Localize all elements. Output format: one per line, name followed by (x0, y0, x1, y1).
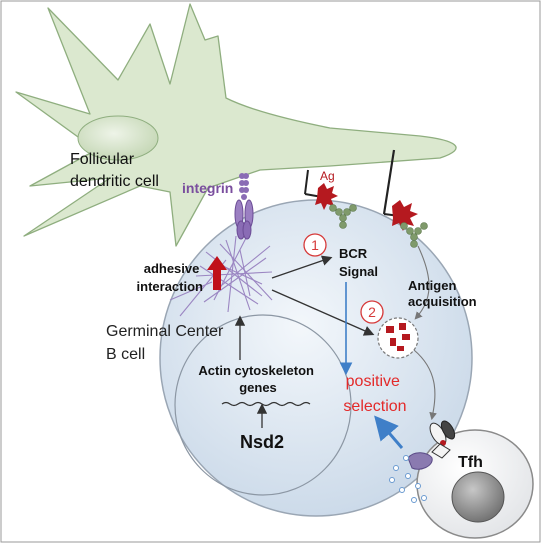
fdc-nucleus (77, 115, 159, 161)
svg-text:adhesive interaction: adhesive interaction (137, 261, 204, 294)
cd40-molecule (407, 452, 433, 470)
gc-label-line2: B cell (106, 346, 145, 363)
actin-label-line2: genes (239, 380, 277, 395)
mhc-tcr-complex (429, 420, 456, 459)
bcr-label-line2: Signal (339, 264, 378, 279)
positive-label-line2: selection (343, 398, 406, 415)
gc-b-cell-nucleus (174, 314, 352, 496)
antigen-label-line2: acquisition (408, 294, 477, 309)
positive-label-line1: positive (346, 373, 400, 390)
cytokine-dots (389, 455, 427, 503)
integrin-label: integrin (182, 180, 233, 196)
svg-text:Germinal Center B cell: Germinal Center B cell (106, 323, 228, 363)
ag-label: Ag (320, 169, 335, 183)
tfh-nucleus (451, 471, 505, 523)
step-2-circle (360, 300, 384, 324)
step-1-label: 1 (311, 237, 319, 253)
integrin-receptor (234, 173, 254, 240)
nsd2-label: Nsd2 (240, 432, 284, 452)
arrow-tfh-to-selection (374, 415, 404, 449)
arrow-to-bcr-signal (271, 255, 333, 279)
follicular-dendritic-cell (15, 3, 457, 247)
fdc-label-line1: Follicular (70, 151, 135, 168)
bcr-label-line1: BCR (339, 246, 368, 261)
svg-text:Actin cytoskeleton genes: Actin cytoskeleton genes (198, 363, 317, 395)
arrow-antigen-to-vesicle (414, 245, 430, 320)
tfh-label: Tfh (458, 454, 483, 471)
up-arrow-icon (207, 256, 227, 290)
antigen-complex-2 (382, 149, 428, 248)
svg-text:positive selection: positive selection (343, 373, 406, 415)
svg-text:Follicular dendritic cell: Follicular dendritic cell (70, 151, 159, 190)
antigen-vesicle (377, 317, 419, 359)
svg-text:Antigen acquisition: Antigen acquisition (408, 278, 477, 309)
antigen-complex-1 (304, 169, 357, 229)
adhesive-label-line1: adhesive (144, 261, 200, 276)
arrow-to-antigen-acquisition (271, 289, 375, 336)
step-1-circle (303, 233, 327, 257)
adhesive-label-line2: interaction (137, 279, 204, 294)
svg-text:BCR Signal: BCR Signal (339, 246, 378, 279)
gene-dna-line (221, 401, 311, 407)
arrow-vesicle-to-tfh (413, 349, 437, 421)
step-2-label: 2 (368, 304, 376, 320)
actin-label-line1: Actin cytoskeleton (198, 363, 314, 378)
gc-label-line1: Germinal Center (106, 323, 224, 340)
antigen-label-line1: Antigen (408, 278, 456, 293)
fdc-label-line2: dendritic cell (70, 173, 159, 190)
